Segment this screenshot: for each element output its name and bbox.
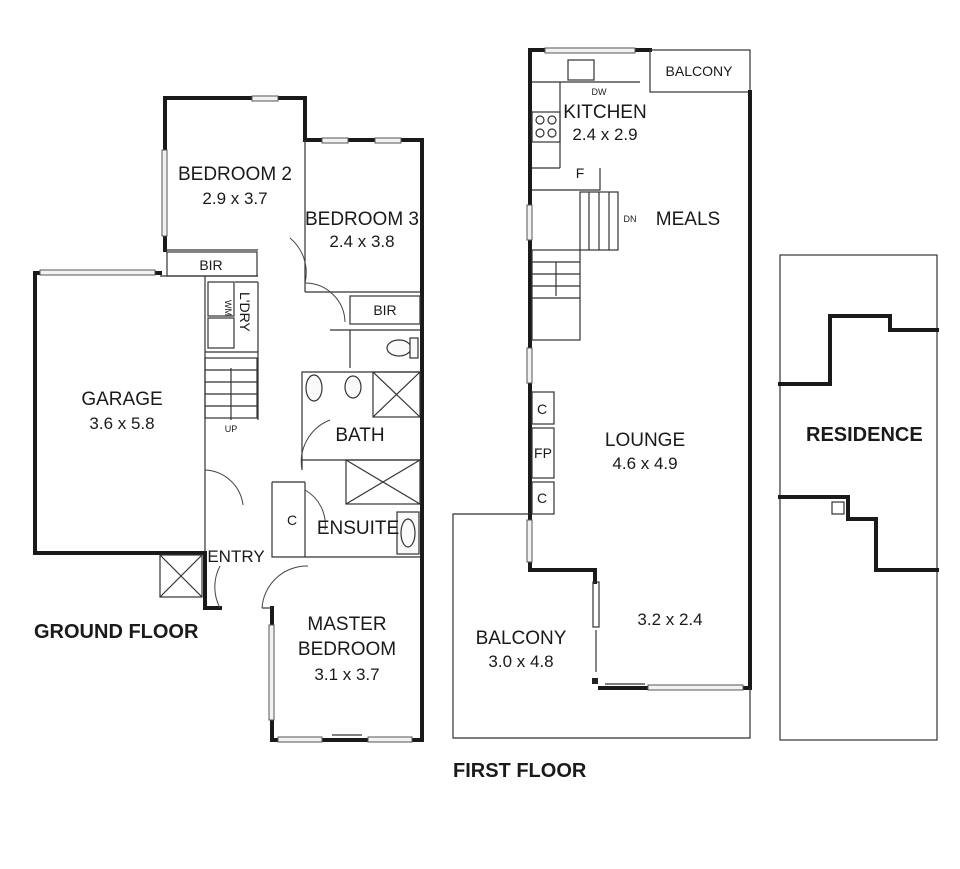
ensuite-cupboard-label: C: [287, 512, 297, 528]
residence-label: RESIDENCE: [806, 424, 923, 446]
master-name-line2: BEDROOM: [298, 639, 396, 660]
skylight: [159, 554, 203, 598]
garage-size: 3.6 x 5.8: [89, 414, 154, 433]
garage-name: GARAGE: [81, 389, 162, 410]
bedroom3-size: 2.4 x 3.8: [329, 232, 394, 251]
balcony-name: BALCONY: [476, 628, 567, 649]
dishwasher-label: DW: [592, 87, 607, 97]
bedroom2-robe-label: BIR: [199, 257, 222, 273]
bath-name: BATH: [335, 425, 384, 446]
fireplace-label: FP: [534, 445, 552, 461]
master-size: 3.1 x 3.7: [314, 665, 379, 684]
bedroom3-robe-label: BIR: [373, 302, 396, 318]
bath-toilet: [344, 375, 362, 399]
cooktop: [531, 111, 561, 143]
cupboard-1-label: C: [537, 401, 547, 417]
top-balcony: [649, 49, 751, 93]
lounge-cupboard-2: [531, 481, 555, 515]
ground-stair: [204, 357, 258, 420]
ensuite-name: ENSUITE: [317, 518, 399, 539]
entry-name: ENTRY: [207, 547, 264, 566]
kitchen-name: KITCHEN: [563, 102, 646, 123]
lounge-size: 4.6 x 4.9: [612, 454, 677, 473]
top-balcony-name: BALCONY: [666, 63, 734, 79]
bedroom2-size: 2.9 x 3.7: [202, 189, 267, 208]
garage-entry-wall: [158, 551, 207, 610]
kitchen-sink: [567, 59, 595, 81]
bedroom3-door-swing: [289, 237, 307, 284]
first-floor-east-wall: [598, 90, 752, 690]
master-name-line1: MASTER: [307, 614, 386, 635]
bath-basin: [305, 374, 323, 402]
bedroom3-name: BEDROOM 3: [305, 209, 419, 230]
bedroom2-name: BEDROOM 2: [178, 164, 292, 185]
first-floor-stair: [531, 191, 619, 341]
washing-machine-label: WM: [223, 300, 233, 316]
meals-name: MEALS: [656, 209, 720, 230]
lounge-extra-size: 3.2 x 2.4: [637, 610, 702, 629]
bedroom3-robe: [349, 295, 421, 325]
laundry-sink: [207, 317, 235, 349]
kitchen-size: 2.4 x 2.9: [572, 125, 637, 144]
up-label: UP: [225, 424, 238, 434]
garage-door: [39, 269, 156, 276]
garage-door-swing: [204, 469, 244, 506]
fridge-label: F: [576, 165, 585, 181]
fireplace: [531, 427, 555, 479]
cupboard-2-label: C: [537, 490, 547, 506]
first-floor-heading: FIRST FLOOR: [453, 760, 587, 782]
ground-floor-heading: GROUND FLOOR: [34, 621, 199, 643]
main-balcony: [452, 513, 751, 739]
laundry-label: L'DRY: [237, 292, 253, 332]
lounge-name: LOUNGE: [605, 430, 685, 451]
lounge-cupboard-1: [531, 391, 555, 425]
first-floor-plan: [452, 47, 752, 739]
neighbouring-residence: [778, 254, 939, 741]
ground-floor-plan: [33, 95, 424, 743]
ensuite-shower: [345, 459, 421, 505]
entry-door-swing: [214, 565, 221, 609]
toilet: [386, 339, 412, 357]
balcony-size: 3.0 x 4.8: [488, 652, 553, 671]
dn-label: DN: [624, 214, 637, 224]
garage-wall: [33, 271, 162, 555]
bath-shower: [372, 371, 421, 418]
